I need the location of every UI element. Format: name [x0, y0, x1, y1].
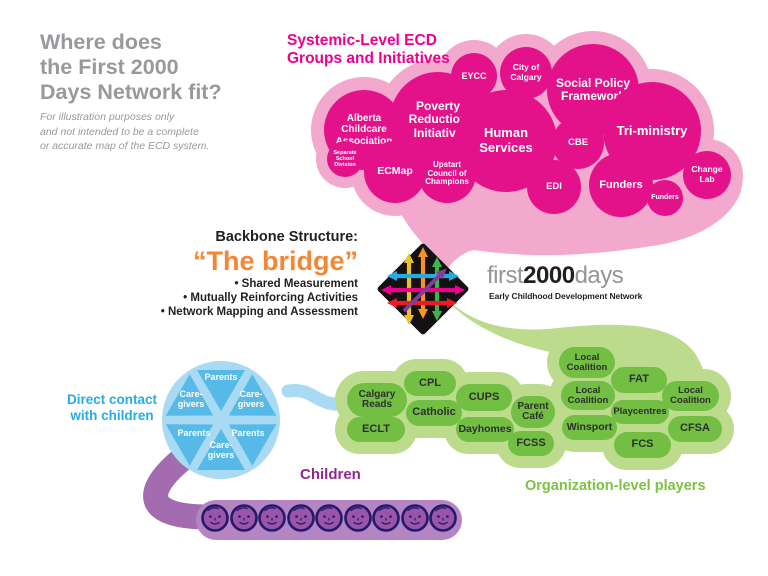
wedge-label-top: Parents: [204, 372, 238, 382]
pill-local-coalition-2: Local Coalition: [561, 381, 615, 410]
wedge-label-upper-right: Care-givers: [237, 389, 265, 409]
systemic-heading: Systemic-Level ECD Groups and Initiative…: [287, 32, 450, 68]
logo-tagline: Early Childhood Development Network: [489, 291, 643, 301]
backbone-bullet: • Shared Measurement: [234, 278, 358, 290]
pill-parent-cafe: Parent Café: [511, 396, 555, 428]
page-title: Where does the First 2000 Days Network f…: [40, 30, 222, 105]
child-face: [287, 504, 315, 532]
child-face: [372, 504, 400, 532]
pill-local-coalition-3: Local Coalition: [662, 381, 719, 411]
systemic-heading-line: Groups and Initiatives: [287, 50, 450, 67]
bridge-title: “The bridge”: [192, 246, 358, 276]
children-bar: [196, 500, 462, 540]
logo-word-first: first: [487, 262, 524, 289]
logo-word-days: days: [574, 262, 624, 289]
child-face: [230, 504, 258, 532]
child-face: [401, 504, 429, 532]
wedge-label-upper-left: Care-givers: [177, 389, 205, 409]
circle-change-lab: Change Lab: [683, 151, 731, 199]
page-title-line: the First 2000: [40, 55, 179, 79]
pill-winsport: Winsport: [562, 415, 617, 440]
diamond-arrows: [381, 247, 465, 325]
pill-catholic: Catholic: [406, 400, 462, 426]
pill-cups: CUPS: [456, 384, 512, 411]
direct-contact-heading: Direct contact with children: [56, 392, 168, 424]
wedge-label-lower-left: Parents: [177, 428, 211, 438]
backbone-heading: Backbone Structure:: [215, 229, 358, 245]
family-circle: [162, 361, 280, 479]
child-face: [201, 504, 229, 532]
backbone-bullet: • Mutually Reinforcing Activities: [183, 292, 358, 305]
circle-funders-small: Funders: [647, 180, 683, 216]
wedge-label-lower-right: Parents: [231, 428, 265, 438]
backbone-block: Backbone Structure: “The bridge” • Share…: [118, 229, 358, 320]
children-heading: Children: [300, 466, 361, 483]
bridge-diamond: [377, 243, 469, 335]
pill-cpl: CPL: [404, 371, 456, 396]
circle-upstart-council-of-champions: Upstart Council of Champions: [418, 145, 476, 203]
child-face: [258, 504, 286, 532]
purple-swoosh: [143, 443, 218, 530]
pill-local-coalition-1: Local Coalition: [559, 347, 615, 378]
organizations-heading: Organization-level players: [525, 478, 706, 494]
pill-eclt: ECLT: [347, 417, 405, 442]
circle-edi: EDI: [527, 160, 581, 214]
direct-contact-line: Direct contact: [66, 392, 158, 407]
pill-fcss: FCSS: [508, 431, 554, 456]
circle-separate-school-division: Separate School Division: [327, 141, 363, 177]
pill-calgary-reads: Calgary Reads: [347, 383, 407, 417]
wedge-label-bottom: Care-givers: [207, 440, 235, 460]
disclaimer-note: For illustration purposes only and not i…: [40, 110, 209, 154]
systemic-heading-line: Systemic-Level ECD: [287, 32, 437, 49]
disclaimer-line: and not intended to be a complete: [40, 125, 199, 138]
logo-word-number: 2000: [523, 262, 575, 289]
pill-playcentres: Playcentres: [611, 400, 669, 424]
page-title-line: Days Network fit?: [40, 80, 222, 104]
pill-cfsa: CFSA: [668, 416, 722, 442]
page-title-line: Where does: [40, 30, 162, 54]
backbone-bullet: • Network Mapping and Assessment: [160, 306, 358, 319]
pill-fcs: FCS: [614, 432, 671, 458]
disclaimer-line: For illustration purposes only: [40, 111, 175, 123]
child-face: [315, 504, 343, 532]
direct-contact-line: with children: [70, 408, 154, 423]
pill-fat: FAT: [611, 367, 667, 393]
child-face: [344, 504, 372, 532]
logo-wordmark: first2000days: [487, 262, 624, 289]
pill-dayhomes: Dayhomes: [456, 417, 514, 442]
disclaimer-line: or accurate map of the ECD system.: [40, 140, 210, 152]
circle-funders: Funders: [589, 153, 653, 217]
child-face: [429, 504, 457, 532]
circle-ecmap: ECMap: [364, 141, 426, 203]
